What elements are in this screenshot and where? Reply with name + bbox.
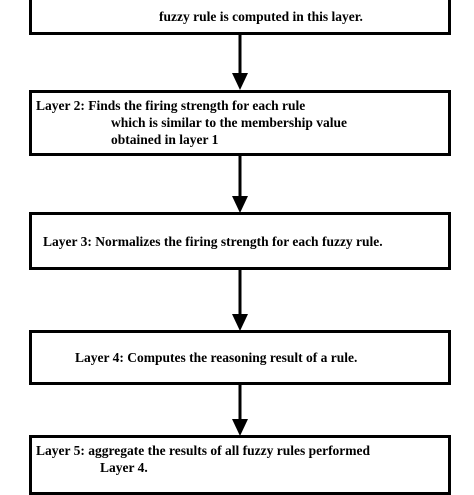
layer-4-text: Layer 4: Computes the reasoning result o… [75, 350, 358, 365]
layer-2-text-line-2: which is similar to the membership value [111, 115, 347, 130]
layer-4-box: Layer 4: Computes the reasoning result o… [29, 330, 451, 385]
layer-5-text-line-2: Layer 4. [100, 460, 148, 475]
arrow-4-5 [232, 385, 248, 436]
arrow-1-2 [232, 35, 248, 90]
layer-3-box: Layer 3: Normalizes the firing strength … [29, 212, 451, 270]
layer-5-text-line-1: Layer 5: aggregate the results of all fu… [36, 443, 371, 458]
arrow-2-3 [232, 156, 248, 213]
layer-2-text-line-3: obtained in layer 1 [111, 132, 219, 147]
layer-1-box: fuzzy rule is computed in this layer. [29, 0, 451, 35]
layer-1-text: fuzzy rule is computed in this layer. [159, 9, 363, 24]
layer-3-text: Layer 3: Normalizes the firing strength … [43, 234, 383, 249]
layer-2-text-line-1: Layer 2: Finds the firing strength for e… [36, 98, 306, 113]
layer-5-box: Layer 5: aggregate the results of all fu… [29, 435, 451, 495]
layer-2-box: Layer 2: Finds the firing strength for e… [29, 90, 451, 156]
arrow-3-4 [232, 270, 248, 331]
